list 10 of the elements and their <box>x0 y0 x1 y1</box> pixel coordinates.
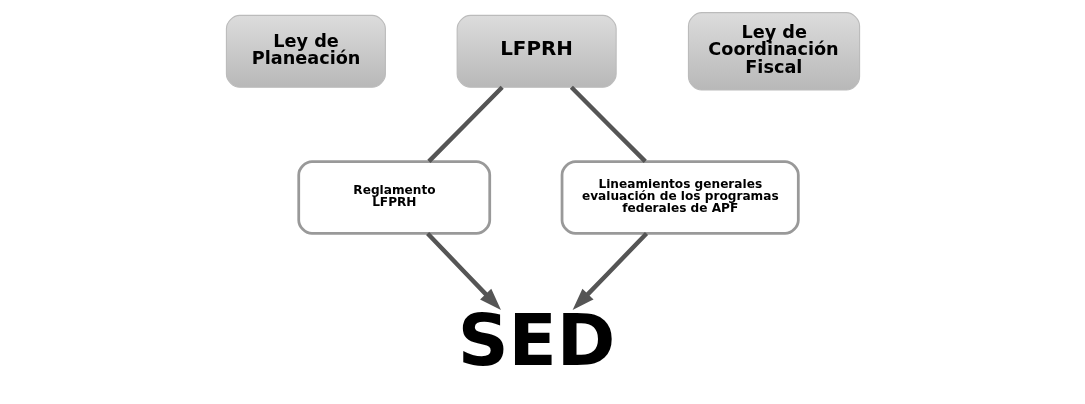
node-box: Ley de Coordinación Fiscal <box>687 12 860 91</box>
node-text: SED <box>457 299 615 383</box>
arrow <box>425 231 501 310</box>
node-box: LFPRH <box>456 14 617 88</box>
arrow <box>572 231 648 310</box>
connector <box>426 85 504 163</box>
node-box: Reglamento LFPRH <box>296 160 491 235</box>
connector <box>569 85 647 163</box>
node-box: Lineamientos generales evaluación de los programas federales de APF <box>560 160 800 235</box>
node-box: Ley de Planeación <box>225 14 386 88</box>
